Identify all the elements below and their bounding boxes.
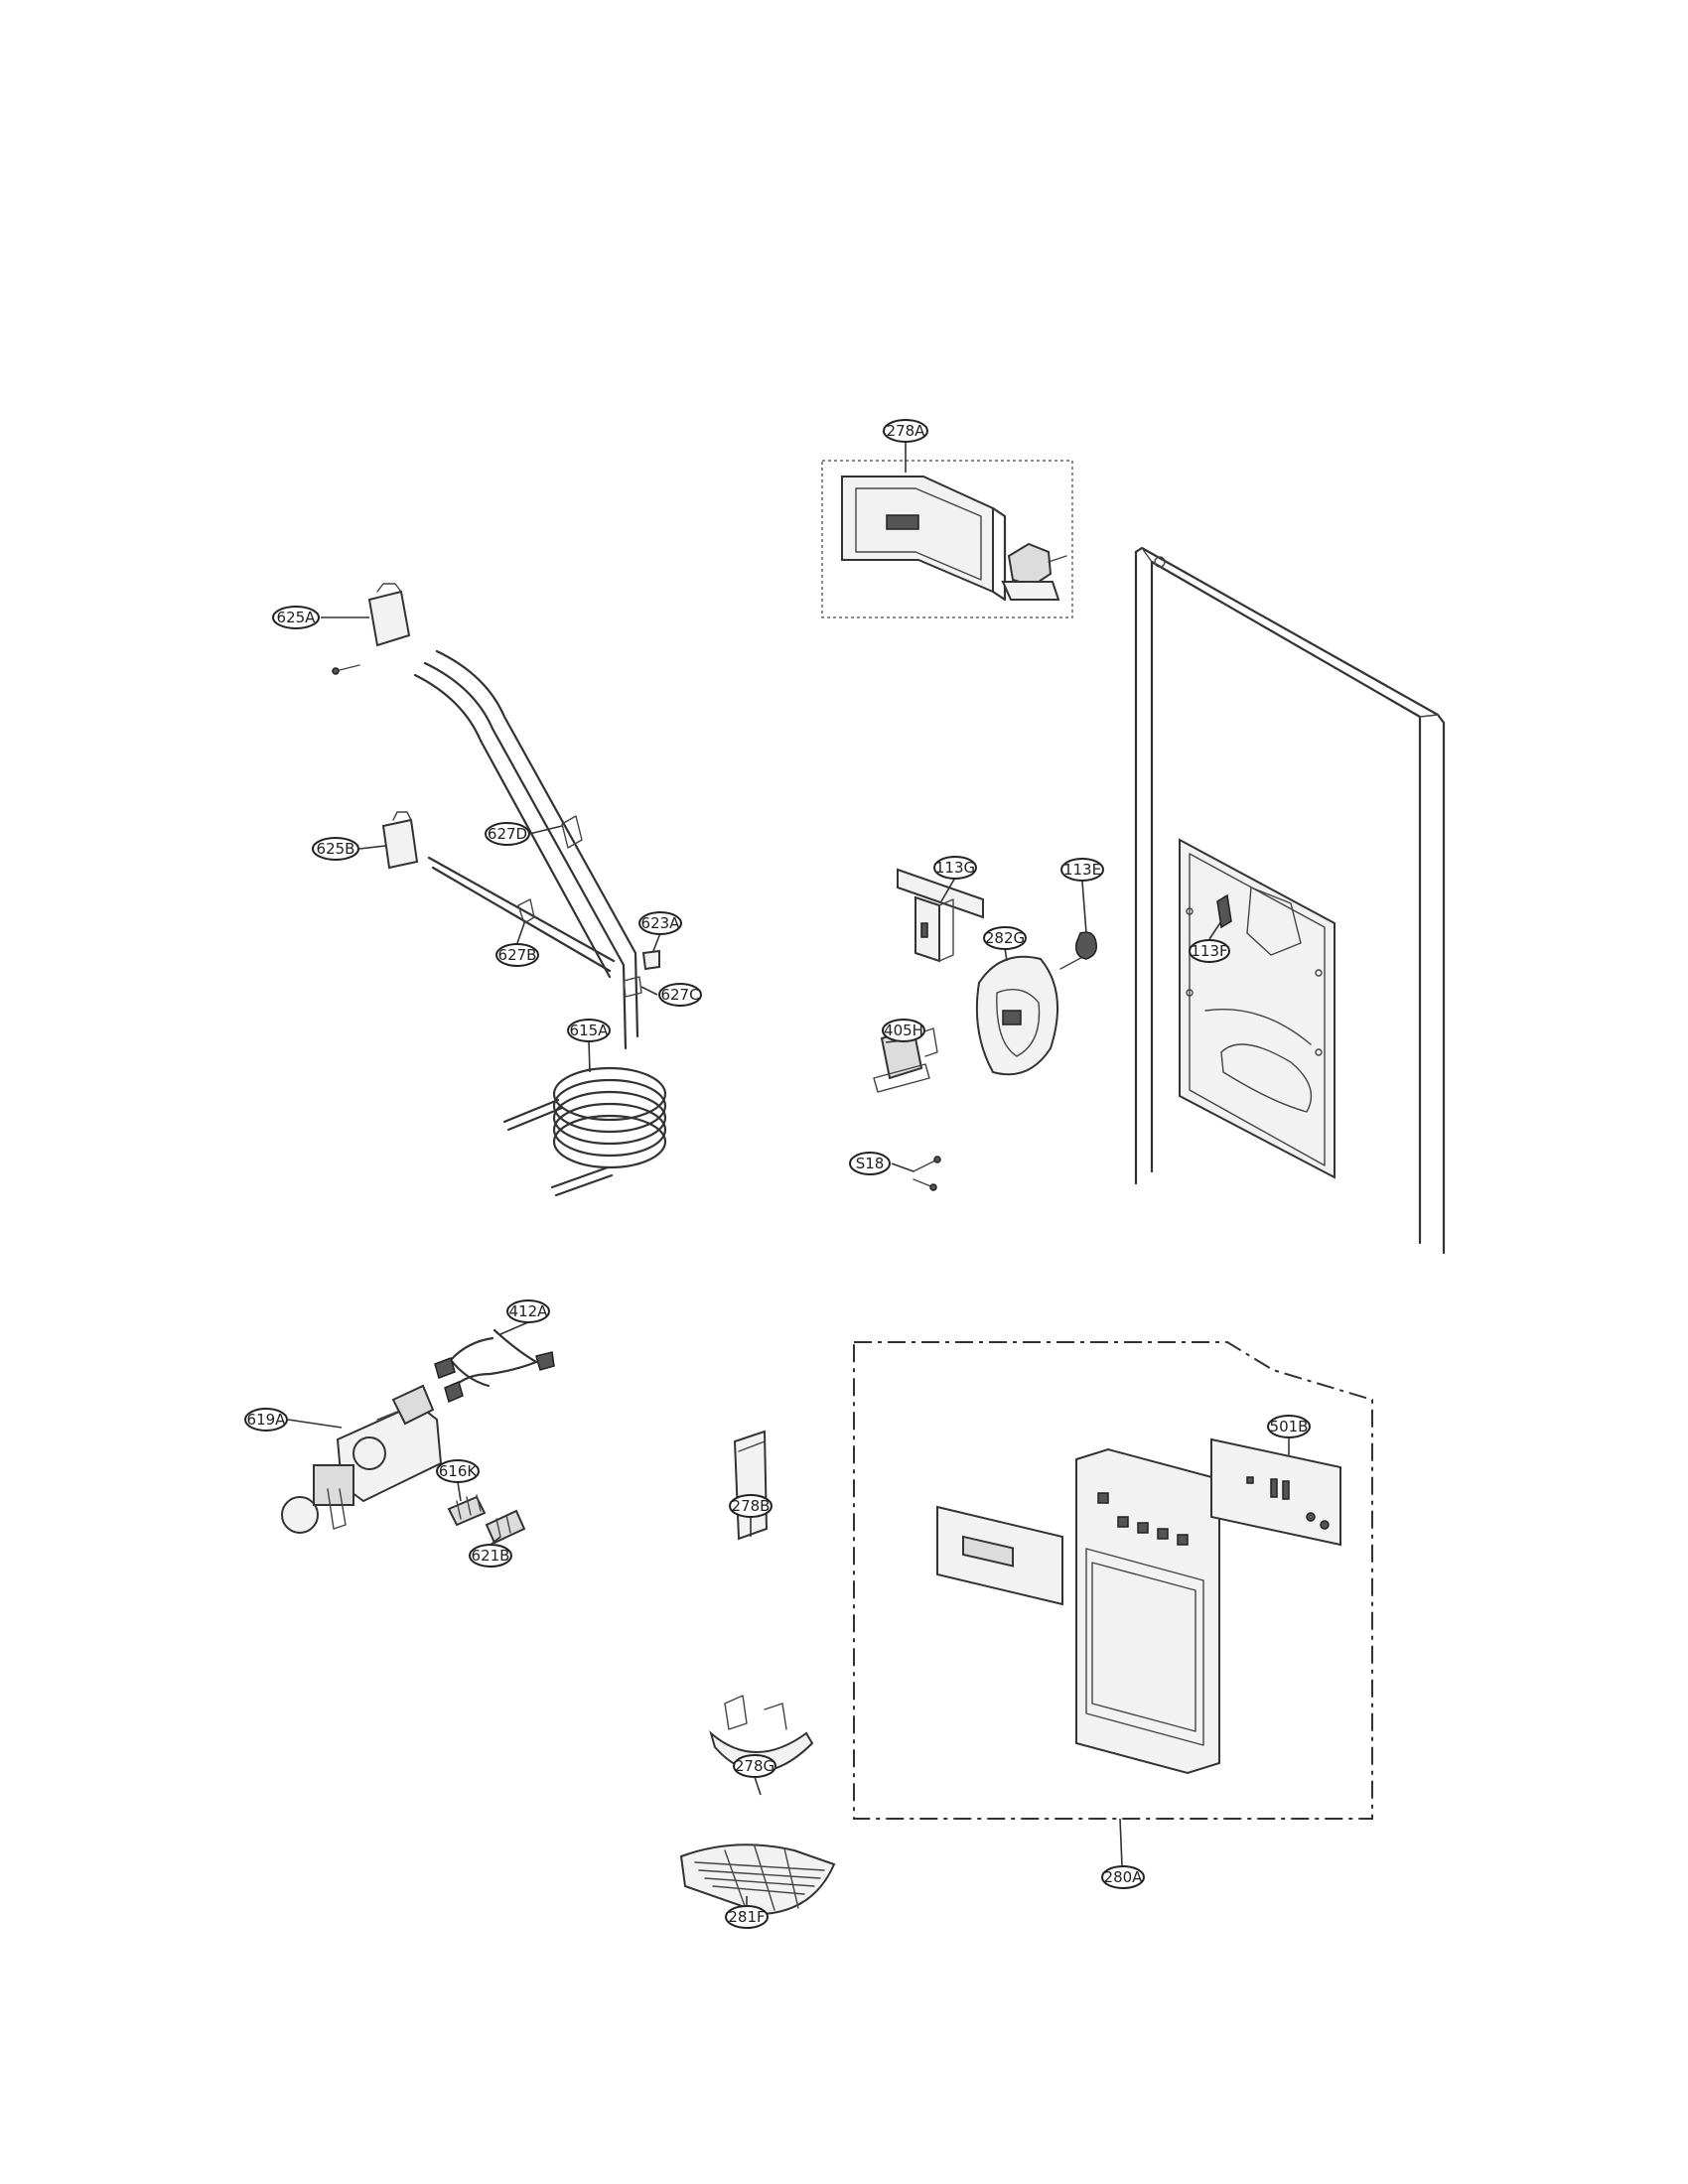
callout-label: 621B [472,1547,510,1565]
callout-278B: 278B [729,1494,773,1518]
part-278A-dispenser-housing [821,460,1073,618]
callout-281F: 281F [725,1905,769,1929]
callout-615A: 615A [567,1019,611,1042]
callout-label: 619A [247,1411,287,1429]
callout-627B: 627B [495,943,539,967]
callout-113G: 113G [933,856,977,880]
part-621B-fitting [485,1509,526,1545]
part-625B-bracket [381,811,419,870]
callout-label: 501B [1270,1418,1309,1435]
callout-label: 623A [641,914,681,932]
callout-label: 627C [660,986,699,1004]
callout-405H: 405H [882,1019,925,1042]
callout-label: 278B [732,1497,771,1515]
callout-label: 627B [498,946,537,964]
callout-label: 113G [935,859,975,877]
part-412A-harness [434,1328,555,1404]
part-113E-spring [1059,931,1098,970]
part-615A-coil [502,1066,667,1197]
callout-label: 412A [509,1302,549,1320]
part-627C-clamp [623,976,642,998]
callout-625A: 625A [272,606,320,629]
callout-label: 627D [488,825,527,843]
part-627B-tube [427,856,616,973]
callout-280A: 280A [1101,1865,1145,1889]
callout-label: 616K [439,1462,479,1480]
callout-label: 625A [277,609,317,626]
callout-501B: 501B [1267,1415,1311,1438]
part-113G-lever [897,868,984,963]
part-S18-screws [913,1156,941,1191]
callout-label: 405H [884,1022,923,1039]
callout-label: 281F [728,1908,765,1926]
callout-625B: 625B [312,837,359,861]
part-282G-cover [975,955,1059,1076]
part-623A-clip [641,949,660,971]
part-281F-grille [679,1843,836,1916]
part-625A-bracket [332,583,411,675]
callout-113F: 113F [1189,939,1230,963]
callout-621B: 621B [469,1544,512,1568]
callout-label: 113F [1191,942,1227,960]
callout-619A: 619A [244,1408,288,1432]
callout-623A: 623A [638,911,682,935]
callout-113E: 113E [1060,858,1104,882]
part-280A-panel-assembly [853,1341,1373,1820]
callout-278A: 278A [883,419,928,443]
callout-S18: S18 [849,1152,891,1175]
callout-label: 113E [1063,861,1101,879]
leader-lines [287,441,1290,1908]
callout-label: 615A [570,1022,610,1039]
callout-627D: 627D [485,822,530,846]
callout-label: 278G [735,1757,774,1775]
callout-label: 280A [1104,1868,1144,1886]
callout-278G: 278G [733,1754,776,1778]
callout-412A: 412A [506,1299,550,1323]
part-619A-valve [281,1384,443,1534]
callout-627C: 627C [658,983,702,1007]
callout-label: 625B [317,840,355,858]
part-616K-fitting [447,1494,487,1527]
callout-label: 278A [887,422,926,440]
part-door-assembly [1134,546,1446,1255]
callout-616K: 616K [436,1459,480,1483]
callout-label: 282G [985,929,1025,947]
callout-label: S18 [856,1155,885,1172]
part-627D-tubes [413,649,639,1050]
callout-282G: 282G [983,926,1027,950]
